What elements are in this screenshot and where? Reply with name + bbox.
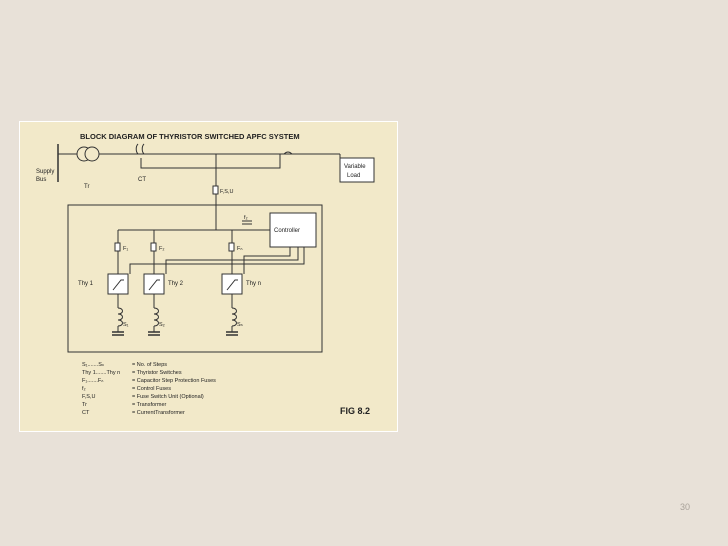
label-fsu: F,S,U [220,189,233,195]
label-bus: Bus [36,177,46,183]
diagram-title: BLOCK DIAGRAM OF THYRISTOR SWITCHED APFC… [80,132,300,141]
label-load: Load [347,173,360,179]
fuse-f2 [150,242,157,252]
label-s1: S₁ [123,322,129,328]
legend-symbol: S₁.......Sₙ [82,362,105,368]
reactor-s1 [117,307,123,327]
legend-meaning: = Capacitor Step Protection Fuses [132,378,216,384]
label-f2: F₂ [159,246,165,252]
legend-meaning: = CurrentTransformer [132,410,185,416]
fuse-fn [228,242,235,252]
fuse-f1 [114,242,121,252]
legend-meaning: = Control Fuses [132,386,171,392]
fsu-symbol [212,185,219,195]
fig-label: FIG 8.2 [340,406,370,416]
legend-symbol: f₂ [82,386,86,392]
controller-box [269,212,317,248]
current-transformer-symbol [135,143,145,155]
label-supply: Supply [36,169,54,175]
ct-signal-line [140,154,281,169]
variable-load-box [339,157,375,183]
control-wire-2 [165,247,299,274]
label-control-fuse: f₂ [244,215,248,221]
legend-symbol: F₁.......Fₙ [82,378,104,384]
legend-symbol: F,S,U [82,394,95,400]
legend: S₁.......Sₙ = No. of Steps Thy 1.......T… [82,362,216,416]
label-thy2: Thy 2 [168,281,184,287]
transformer-coil-2 [84,146,100,162]
legend-meaning: = Transformer [132,402,167,408]
label-thy1: Thy 1 [78,281,94,287]
reactor-s2 [153,307,159,327]
legend-symbol: Thy 1.......Thy n [82,370,120,376]
control-wire-1 [129,247,305,274]
legend-symbol: Tr [82,402,87,408]
diagram-figure: BLOCK DIAGRAM OF THYRISTOR SWITCHED APFC… [19,121,398,432]
label-variable: Variable [344,164,366,170]
label-thyn: Thy n [246,281,261,287]
legend-meaning: = Thyristor Switches [132,370,182,376]
label-controller: Controller [274,228,300,234]
label-fn: Fₙ [237,246,243,252]
label-ct: CT [138,177,146,183]
label-tr: Tr [84,184,89,190]
panel-enclosure [67,204,323,353]
control-wire-n [243,247,291,274]
label-f1: F₁ [123,246,128,252]
label-sn: Sₙ [237,322,244,328]
legend-meaning: = No. of Steps [132,362,167,368]
apfc-block-diagram: BLOCK DIAGRAM OF THYRISTOR SWITCHED APFC… [36,132,375,416]
slide-number: 30 [680,502,691,512]
reactor-sn [231,307,237,327]
legend-symbol: CT [82,410,90,416]
label-s2: S₂ [159,322,165,328]
legend-meaning: = Fuse Switch Unit (Optional) [132,394,204,400]
